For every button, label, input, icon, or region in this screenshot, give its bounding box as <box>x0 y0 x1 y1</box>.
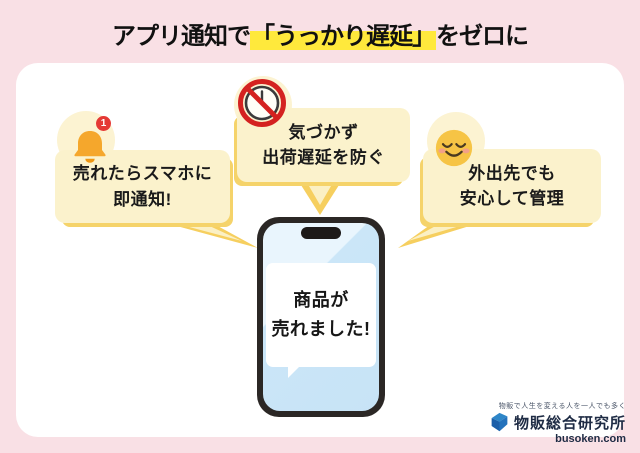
title-prefix: アプリ通知で <box>112 23 251 50</box>
bell-notification-icon <box>74 131 106 163</box>
busoken-cube-icon <box>491 412 508 432</box>
bubble-right-text: 外出先でも 安心して管理 <box>459 163 565 209</box>
sale-notification-popup: 商品が 売れました! <box>266 263 376 378</box>
relieved-smiley-icon <box>435 129 473 167</box>
logo-site-url: busoken.com <box>555 433 626 445</box>
page-title: アプリ通知で「うっかり遅延」をゼロに <box>0 16 640 51</box>
smartphone-illustration: 商品が 売れました! <box>257 217 385 417</box>
bubble-prevent-delay: 気づかず 出荷遅延を防ぐ <box>237 108 410 182</box>
notification-count: 1 <box>100 118 107 129</box>
phone-notch <box>301 227 341 239</box>
no-shipping-delay-clock-icon <box>238 79 286 127</box>
bubble-left-text: 売れたらスマホに 即通知! <box>72 164 213 209</box>
busoken-logo: 物販で人生を変える人を一人でも多く 物販総合研究所 busoken.com <box>489 401 626 445</box>
title-highlight: 「うっかり遅延」 <box>250 23 436 50</box>
sale-notification-text: 商品が 売れました! <box>271 290 371 339</box>
logo-company-name: 物販総合研究所 <box>513 415 626 432</box>
phone-screen: 商品が 売れました! <box>263 223 379 411</box>
bubble-instant-notification: 売れたらスマホに 即通知! <box>55 150 230 223</box>
bubble-center-text: 気づかず 出荷遅延を防ぐ <box>262 122 385 168</box>
title-suffix: をゼロに <box>436 23 529 50</box>
notification-badge: 1 <box>96 116 111 131</box>
logo-tagline: 物販で人生を変える人を一人でも多く <box>498 403 626 410</box>
